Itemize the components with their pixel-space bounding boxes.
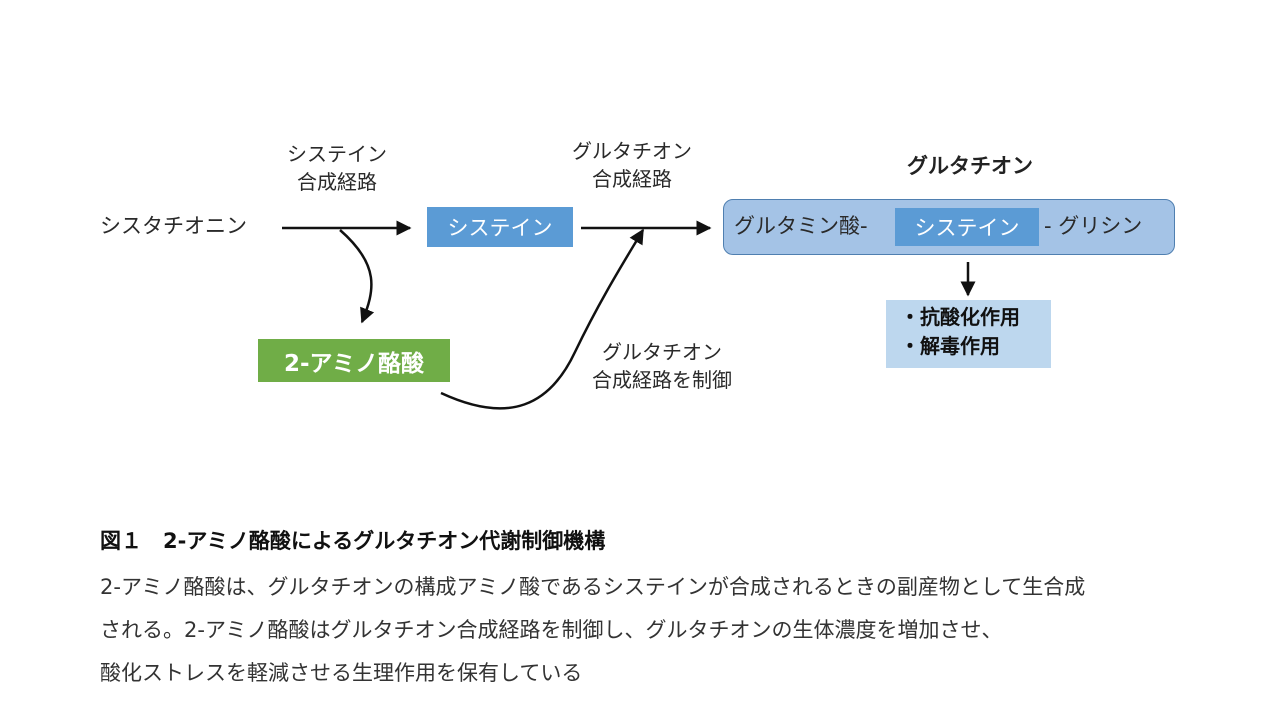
arrow-to-aminobutyric-acid — [339, 229, 375, 324]
regulation-label-line2: 合成経路を制御 — [592, 368, 732, 392]
glutathione-synthesis-label-line2: 合成経路 — [592, 167, 672, 191]
arrow-regulation — [440, 228, 645, 410]
glutathione-cysteine-label: システイン — [895, 208, 1039, 246]
aminobutyric-acid-node: 2-アミノ酪酸 — [258, 339, 450, 382]
cysteine-synthesis-label-line1: システイン — [287, 142, 387, 166]
glutathione-synthesis-label: グルタチオン 合成経路 — [552, 137, 712, 193]
effect-detoxification: ・解毒作用 — [900, 334, 1000, 358]
cysteine-node: システイン — [427, 207, 573, 247]
figure-caption-body: 2-アミノ酪酸は、グルタチオンの構成アミノ酸であるシステインが合成されるときの副… — [100, 566, 1260, 695]
caption-line-3: 酸化ストレスを軽減させる生理作用を保有している — [100, 661, 583, 685]
glutathione-structure-box: グルタミン酸- システイン - グリシン — [723, 199, 1175, 255]
effects-box: ・抗酸化作用 ・解毒作用 — [886, 300, 1051, 368]
effect-antioxidant: ・抗酸化作用 — [900, 305, 1020, 329]
regulation-label: グルタチオン 合成経路を制御 — [562, 338, 762, 394]
glycine-label: - グリシン — [1044, 214, 1143, 238]
caption-line-2: される。2-アミノ酪酸はグルタチオン合成経路を制御し、グルタチオンの生体濃度を増… — [100, 618, 1003, 642]
regulation-label-line1: グルタチオン — [602, 340, 722, 364]
cysteine-synthesis-label-line2: 合成経路 — [297, 170, 377, 194]
cystathionine-node: シスタチオニン — [100, 214, 247, 238]
glutathione-synthesis-label-line1: グルタチオン — [572, 139, 692, 163]
glutathione-title: グルタチオン — [907, 154, 1033, 178]
caption-line-1: 2-アミノ酪酸は、グルタチオンの構成アミノ酸であるシステインが合成されるときの副… — [100, 575, 1086, 599]
figure-caption-title: 図１ 2-アミノ酪酸によるグルタチオン代謝制御機構 — [100, 529, 606, 553]
glutamic-acid-label: グルタミン酸- — [734, 214, 868, 238]
cysteine-synthesis-label: システイン 合成経路 — [262, 140, 412, 196]
